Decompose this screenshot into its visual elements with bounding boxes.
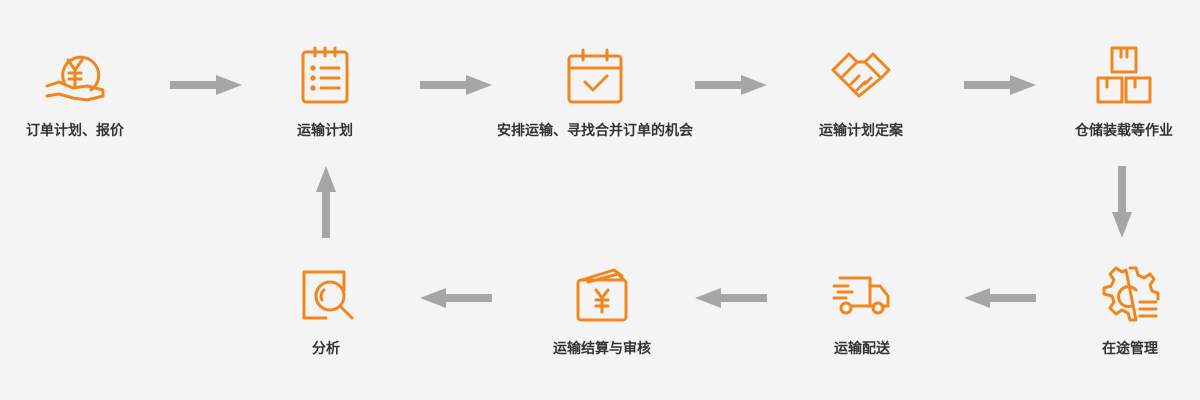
boxes-icon bbox=[1096, 46, 1152, 104]
step-in-transit-management: 在途管理 bbox=[1020, 262, 1200, 358]
arrow-right bbox=[420, 75, 492, 95]
step-delivery: 运输配送 bbox=[752, 262, 972, 358]
arrow-right bbox=[695, 75, 767, 95]
arrow-left bbox=[964, 288, 1036, 308]
step-warehouse-loading: 仓储装载等作业 bbox=[1014, 44, 1200, 140]
step-label: 运输配送 bbox=[834, 341, 890, 357]
step-label: 运输计划 bbox=[297, 123, 353, 139]
magnifier-icon bbox=[302, 270, 354, 320]
step-order-plan-quote: 订单计划、报价 bbox=[0, 44, 185, 140]
step-label: 运输结算与审核 bbox=[553, 341, 651, 357]
yen-wallet-icon bbox=[576, 268, 628, 322]
arrow-left bbox=[420, 288, 492, 308]
arrow-right bbox=[170, 75, 242, 95]
arrow-down bbox=[1112, 166, 1132, 238]
step-arrange-transport: 安排运输、寻找合并订单的机会 bbox=[485, 44, 705, 140]
arrow-up bbox=[316, 166, 336, 238]
step-plan-finalized: 运输计划定案 bbox=[751, 44, 971, 140]
step-label: 安排运输、寻找合并订单的机会 bbox=[497, 123, 693, 139]
gear-list-icon bbox=[1102, 266, 1160, 322]
calendar-check-icon bbox=[567, 48, 623, 104]
step-analysis: 分析 bbox=[216, 262, 436, 358]
step-label: 订单计划、报价 bbox=[26, 123, 124, 139]
step-label: 分析 bbox=[312, 341, 340, 357]
arrow-right bbox=[964, 75, 1036, 95]
step-label: 运输计划定案 bbox=[819, 123, 903, 139]
yen-hand-icon bbox=[45, 55, 105, 102]
handshake-icon bbox=[831, 52, 891, 98]
step-label: 仓储装载等作业 bbox=[1075, 123, 1173, 139]
step-settlement-audit: 运输结算与审核 bbox=[492, 262, 712, 358]
step-label: 在途管理 bbox=[1102, 341, 1158, 357]
arrow-left bbox=[695, 288, 767, 308]
delivery-truck-icon bbox=[832, 276, 890, 315]
step-transport-plan: 运输计划 bbox=[215, 44, 435, 140]
clipboard-list-icon bbox=[301, 46, 349, 104]
